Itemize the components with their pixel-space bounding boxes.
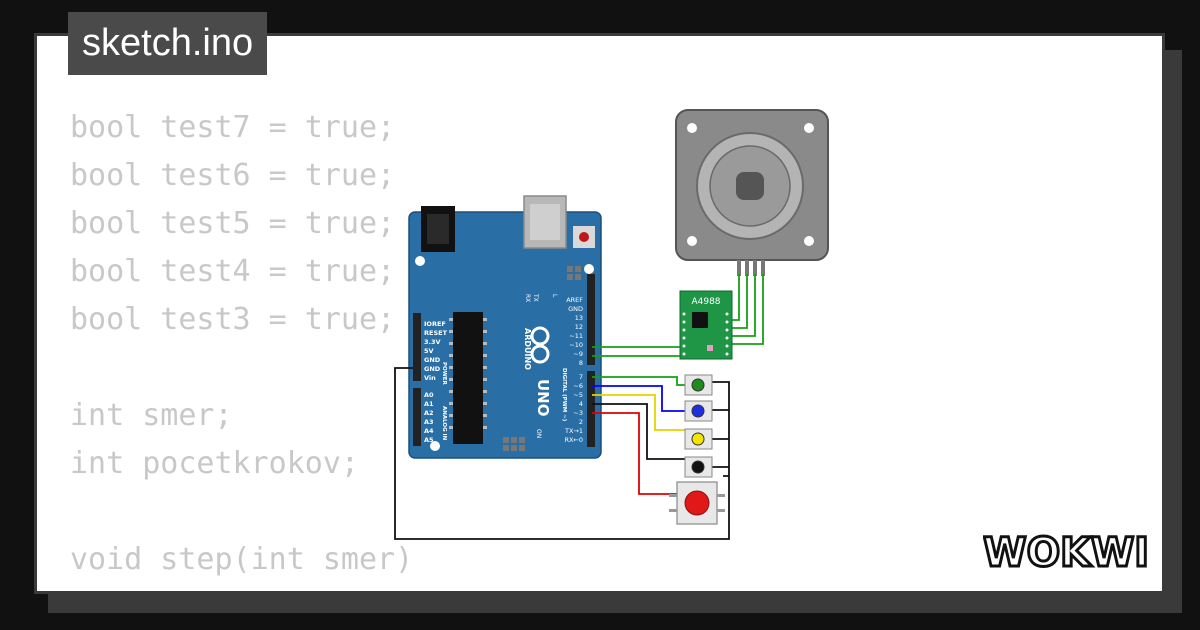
arduino-uno-board[interactable]: IOREF RESET 3.3V 5V GND GND Vin A0 A1 A2…	[408, 195, 602, 459]
reset-button[interactable]	[579, 232, 589, 242]
project-preview-card: bool test7 = true; bool test6 = true; bool…	[34, 33, 1165, 594]
driver-label: A4988	[691, 297, 720, 307]
digital-header-title: DIGITAL (PWM ~)	[561, 368, 567, 422]
analog-header-title: ANALOG IN	[441, 406, 447, 441]
button-green[interactable]	[684, 374, 713, 396]
file-tab[interactable]: sketch.ino	[68, 12, 268, 75]
pin-label: 13	[575, 314, 583, 322]
pin-label: Vin	[424, 374, 436, 382]
pin-label: ~5	[573, 391, 583, 399]
pin-label: TX→1	[564, 427, 583, 435]
pin-label: GND	[424, 365, 441, 373]
pin-label: A2	[424, 409, 434, 417]
code-line: bool test5 = true;	[70, 206, 396, 241]
arduino-logo	[530, 326, 550, 364]
pin-label: 8	[579, 359, 583, 367]
code-line: int smer;	[70, 398, 233, 433]
button-blue[interactable]	[684, 400, 713, 422]
pin-label: A3	[424, 418, 434, 426]
pin-label: A0	[424, 391, 434, 399]
stepper-motor[interactable]	[675, 109, 829, 276]
pin-label: A5	[424, 436, 434, 444]
pin-label: GND	[424, 356, 441, 364]
power-header-title: POWER	[441, 362, 447, 386]
pin-label: RESET	[424, 329, 448, 337]
pin-label: 4	[579, 400, 583, 408]
pin-label: 7	[579, 373, 583, 381]
code-line: void step(int smer)	[70, 542, 414, 577]
pin-label: 2	[579, 418, 583, 426]
board-name: UNO	[534, 379, 552, 417]
pin-label: 5V	[424, 347, 434, 355]
code-line: {	[70, 584, 413, 591]
pin-label: 3.3V	[424, 338, 441, 346]
button-yellow[interactable]	[684, 428, 713, 450]
pin-label: AREF	[566, 296, 583, 304]
code-line: bool test7 = true;	[70, 110, 396, 145]
on-label: ON	[535, 429, 542, 438]
code-line: int pocetkrokov;	[70, 446, 359, 481]
button-black[interactable]	[684, 456, 713, 478]
led-label: RX	[524, 294, 531, 302]
logo-text: WOKWI	[983, 530, 1149, 576]
code-editor: bool test7 = true; bool test6 = true; bool…	[70, 104, 414, 591]
wokwi-logo[interactable]: WOKWI	[983, 526, 1153, 577]
pin-label: ~9	[573, 350, 583, 358]
pin-label: 12	[575, 323, 583, 331]
pin-label: IOREF	[424, 320, 446, 328]
file-tab-label: sketch.ino	[82, 22, 254, 64]
pin-label: ~11	[569, 332, 583, 340]
a4988-driver[interactable]: A4988	[679, 290, 733, 360]
button-red[interactable]	[669, 481, 725, 525]
code-line: bool test4 = true;	[70, 254, 396, 289]
pin-label: RX←0	[564, 436, 583, 444]
pin-label: A1	[424, 400, 434, 408]
code-line: bool test3 = true;	[70, 302, 396, 337]
led-label: TX	[532, 293, 539, 302]
pin-label: ~3	[573, 409, 583, 417]
brand-text: ARDUINO	[523, 328, 532, 370]
code-line: bool test6 = true;	[70, 158, 396, 193]
pin-label: ~10	[569, 341, 583, 349]
pin-label: ~6	[573, 382, 583, 390]
circuit-diagram: A4988	[394, 109, 829, 540]
pin-label: A4	[424, 427, 434, 435]
pin-label: GND	[568, 305, 583, 313]
led-label: L	[551, 294, 558, 298]
